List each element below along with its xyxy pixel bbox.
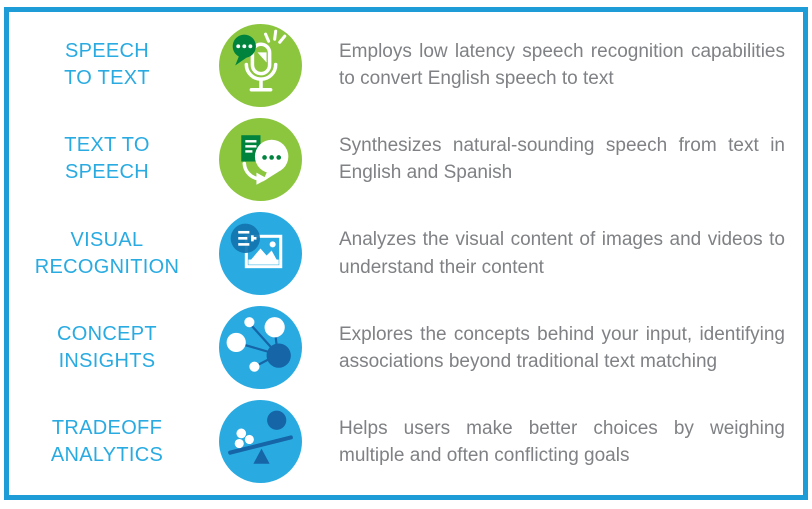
feature-description: Analyzes the visual content of images an… bbox=[339, 229, 785, 278]
feature-row-tradeoff-analytics: TRADEOFF ANALYTICS Helps users make bett… bbox=[9, 395, 803, 489]
feature-icon-wrap bbox=[205, 305, 315, 390]
text-to-speech-icon bbox=[218, 117, 302, 201]
concept-insights-icon bbox=[218, 306, 302, 390]
feature-label: TRADEOFF ANALYTICS bbox=[9, 415, 205, 469]
feature-label-line2: ANALYTICS bbox=[50, 443, 164, 466]
content-frame: SPEECH TO TEXT bbox=[4, 7, 808, 500]
feature-row-speech-to-text: SPEECH TO TEXT bbox=[9, 18, 803, 112]
feature-row-concept-insights: CONCEPT INSIGHTS bbox=[9, 301, 803, 395]
feature-description: Helps users make better choices by weigh… bbox=[339, 417, 785, 466]
feature-label-line1: TRADEOFF bbox=[51, 416, 163, 439]
feature-label-line2: RECOGNITION bbox=[34, 255, 180, 278]
speech-to-text-icon bbox=[218, 23, 302, 107]
feature-icon-wrap bbox=[205, 23, 315, 108]
feature-row-text-to-speech: TEXT TO SPEECH bbox=[9, 112, 803, 206]
feature-icon-wrap bbox=[205, 211, 315, 296]
feature-row-visual-recognition: VISUAL RECOGNITION bbox=[9, 206, 803, 300]
feature-label-line1: TEXT TO bbox=[64, 134, 150, 157]
feature-label-line1: SPEECH bbox=[64, 40, 150, 63]
feature-description: Explores the concepts behind your input,… bbox=[339, 323, 785, 372]
feature-label-line2: SPEECH bbox=[64, 161, 150, 184]
feature-label-line1: CONCEPT bbox=[57, 322, 157, 345]
feature-label: CONCEPT INSIGHTS bbox=[9, 321, 205, 375]
feature-description: Synthesizes natural-sounding speech from… bbox=[339, 135, 785, 184]
feature-label: TEXT TO SPEECH bbox=[9, 132, 205, 186]
feature-label-line2: INSIGHTS bbox=[58, 349, 156, 372]
feature-label: SPEECH TO TEXT bbox=[9, 38, 205, 92]
feature-icon-wrap bbox=[205, 117, 315, 202]
tradeoff-analytics-icon bbox=[218, 400, 302, 484]
feature-description: Employs low latency speech recognition c… bbox=[339, 40, 785, 90]
feature-label-line2: TO TEXT bbox=[64, 67, 150, 90]
feature-label-line1: VISUAL bbox=[70, 228, 144, 251]
feature-label: VISUAL RECOGNITION bbox=[9, 227, 205, 281]
feature-icon-wrap bbox=[205, 399, 315, 484]
visual-recognition-icon bbox=[218, 212, 302, 295]
